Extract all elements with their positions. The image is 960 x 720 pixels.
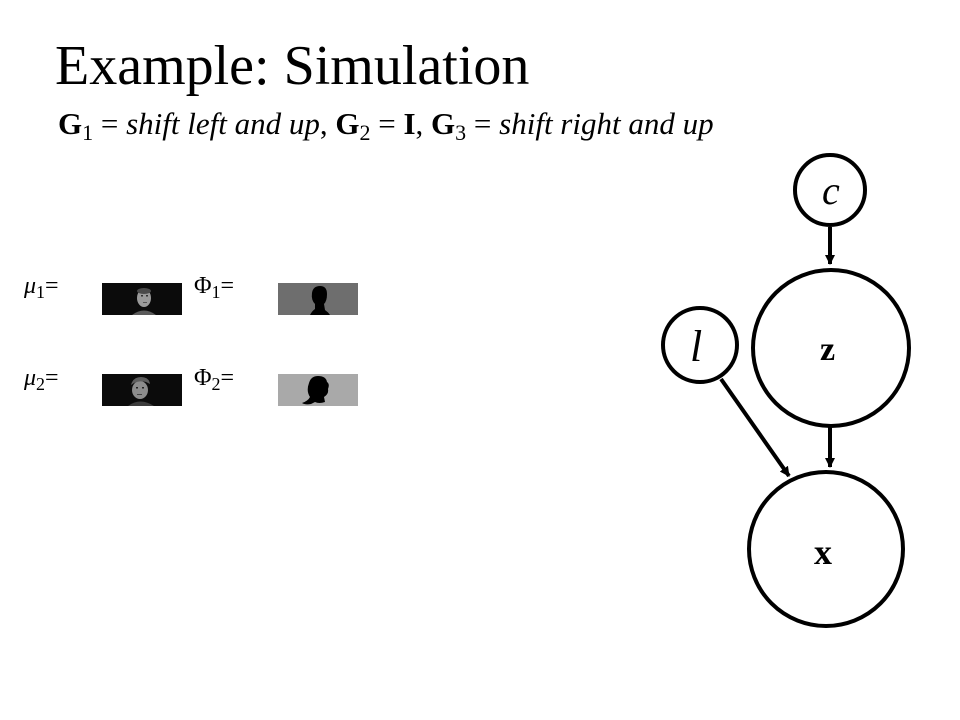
mu-symbol: μ — [24, 273, 37, 299]
phi2-label: Φ2= — [194, 364, 235, 394]
silhouette-shape — [310, 286, 330, 315]
g3-symbol: G — [431, 106, 456, 141]
node-x — [747, 470, 905, 628]
phi1-variance-image — [278, 283, 358, 315]
shoulders-shape — [132, 310, 156, 315]
equals-sign: = — [45, 273, 59, 299]
face-shape — [132, 381, 148, 399]
g1-index: 1 — [82, 120, 94, 145]
g1-symbol: G — [58, 106, 83, 141]
phi-symbol: Φ — [194, 273, 212, 299]
phi1-index: 1 — [211, 282, 221, 302]
g3-equals: = — [466, 106, 500, 141]
node-c — [793, 153, 867, 227]
mu-symbol: μ — [24, 365, 37, 391]
g3-description: shift right and up — [499, 106, 714, 141]
shoulders-shape — [128, 401, 154, 406]
node-x-label: x — [814, 532, 832, 572]
equals-sign: = — [45, 365, 59, 391]
separator: , — [319, 106, 336, 141]
g3-index: 3 — [455, 120, 467, 145]
cap-shape — [131, 377, 150, 385]
node-l-label: l — [690, 322, 702, 371]
mu2-mean-image — [102, 374, 182, 406]
node-l — [661, 306, 739, 384]
g2-index: 2 — [359, 120, 371, 145]
phi1-label: Φ1= — [194, 272, 235, 302]
equals-sign: = — [220, 273, 235, 299]
mu1-index: 1 — [36, 282, 46, 302]
mu2-index: 2 — [36, 374, 46, 394]
phi2-variance-image — [278, 374, 358, 406]
g1-description: shift left and up — [126, 106, 320, 141]
node-c-label: c — [822, 168, 840, 213]
node-z — [751, 268, 911, 428]
slide-title: Example: Simulation — [55, 35, 530, 97]
mu2-label: μ2= — [24, 364, 59, 394]
transform-definitions: G1 = shift left and up, G2 = I, G3 = shi… — [58, 104, 714, 144]
hair-shape — [137, 288, 151, 294]
g2-value: I — [403, 106, 416, 141]
g1-equals: = — [93, 106, 127, 141]
edge-l-to-x — [719, 377, 791, 478]
phi2-index: 2 — [211, 374, 221, 394]
separator: , — [415, 106, 432, 141]
node-z-label: z — [820, 331, 835, 368]
g2-symbol: G — [335, 106, 360, 141]
equals-sign: = — [220, 365, 235, 391]
silhouette-shape — [302, 376, 329, 405]
g2-equals: = — [370, 106, 404, 141]
phi-symbol: Φ — [194, 365, 212, 391]
mu1-label: μ1= — [24, 272, 59, 302]
mu1-mean-image — [102, 283, 182, 315]
